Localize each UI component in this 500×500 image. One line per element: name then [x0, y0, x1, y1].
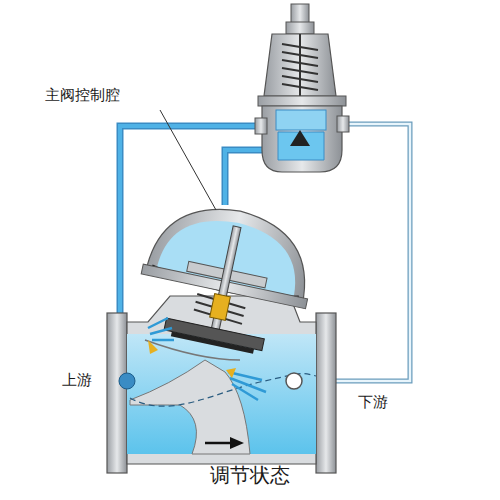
- downstream-label: 下游: [358, 393, 388, 411]
- upstream-label: 上游: [62, 371, 92, 389]
- caption: 调节状态: [210, 463, 290, 487]
- part-label: 主阀控制腔: [45, 86, 120, 104]
